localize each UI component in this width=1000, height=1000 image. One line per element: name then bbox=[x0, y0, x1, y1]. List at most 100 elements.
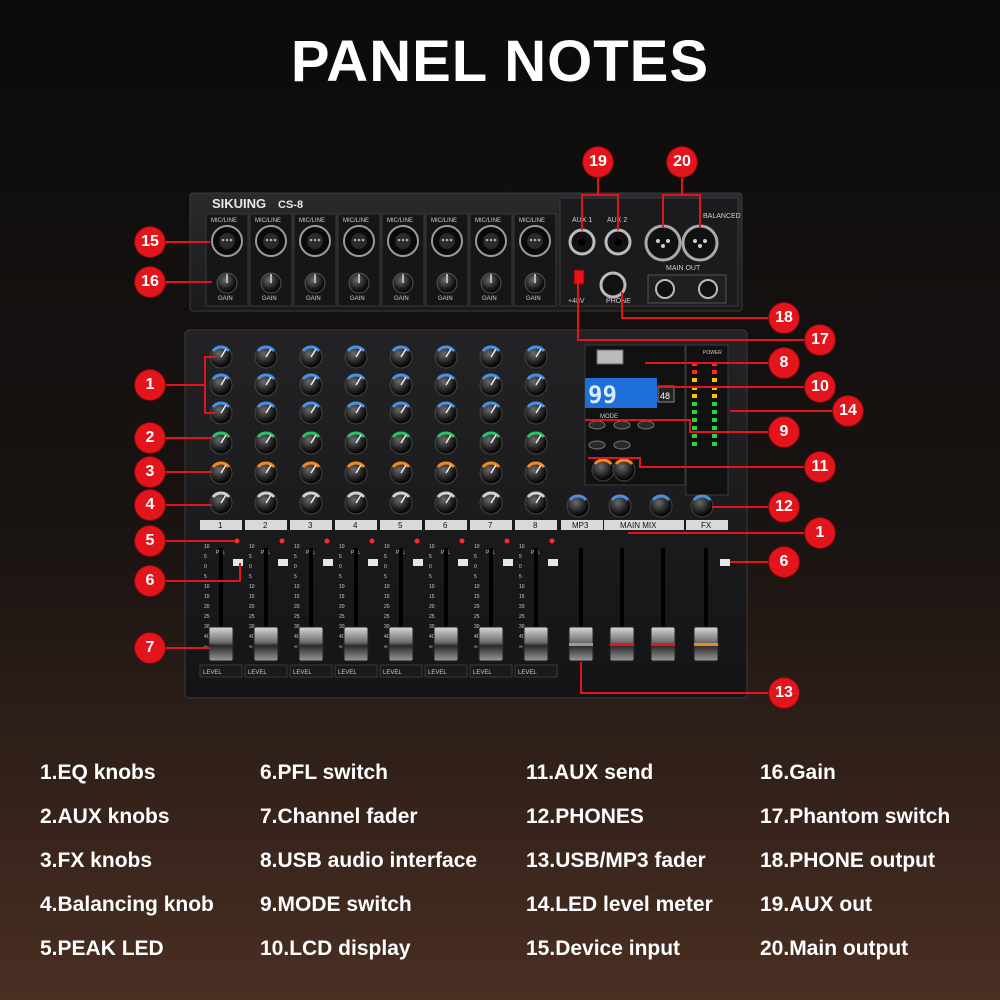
knob-indicator bbox=[490, 494, 497, 504]
knob-color-ring bbox=[481, 431, 501, 439]
jack-pin bbox=[229, 238, 233, 242]
led-segment-l bbox=[692, 418, 697, 422]
knob-indicator bbox=[490, 404, 497, 414]
mode-button bbox=[588, 440, 606, 450]
level-plate bbox=[199, 664, 243, 678]
knob-color-ring bbox=[346, 345, 366, 353]
peak-led bbox=[504, 538, 510, 544]
knob-indicator bbox=[535, 494, 542, 504]
jack-hole bbox=[578, 238, 586, 246]
mode-button bbox=[637, 420, 655, 430]
phone-out-jack bbox=[599, 271, 627, 299]
fader-scale-label: 30 bbox=[429, 624, 435, 630]
fader-scale-label: 20 bbox=[474, 604, 480, 610]
leader-line bbox=[682, 194, 701, 228]
jack-pin bbox=[401, 238, 405, 242]
channel-number: 2 bbox=[263, 521, 268, 530]
fader-scale-label: 40 bbox=[294, 634, 300, 640]
knob-color-ring bbox=[526, 461, 546, 469]
level-plate bbox=[514, 664, 558, 678]
fader-scale-label: 25 bbox=[519, 614, 525, 620]
fader-scale-label: 5 bbox=[429, 554, 432, 560]
knob-color-ring bbox=[256, 345, 276, 353]
knob-color-ring bbox=[211, 461, 231, 469]
input-label: MIC/LINE bbox=[255, 218, 281, 224]
fader-scale-label: 0 bbox=[339, 564, 342, 570]
fader-cap-stripe bbox=[694, 643, 718, 646]
fader-scale-label: 20 bbox=[384, 604, 390, 610]
input-label: MIC/LINE bbox=[387, 218, 413, 224]
legend-item: 9.MODE switch bbox=[260, 893, 412, 916]
legend-item: 5.PEAK LED bbox=[40, 937, 164, 960]
led-segment-l bbox=[692, 442, 697, 446]
knob-indicator bbox=[400, 494, 407, 504]
knob-color-ring bbox=[301, 431, 321, 439]
led-segment-l bbox=[692, 394, 697, 398]
knob-color-ring bbox=[211, 345, 231, 353]
fader-scale-label: 0 bbox=[294, 564, 297, 570]
usb-port bbox=[596, 349, 624, 365]
knob-color-ring bbox=[391, 345, 411, 353]
fader-scale-label: ∞ bbox=[339, 644, 343, 650]
fader-scale-label: 0 bbox=[474, 564, 477, 570]
knob-indicator bbox=[265, 348, 272, 358]
knob-indicator bbox=[400, 434, 407, 444]
balanced-label: BALANCED bbox=[703, 213, 741, 220]
knob-color-ring bbox=[481, 373, 501, 381]
fader-track bbox=[219, 548, 223, 658]
jack-hole bbox=[614, 238, 622, 246]
knob-color-ring bbox=[346, 401, 366, 409]
level-label: LEVEL bbox=[518, 670, 537, 676]
fader-scale-label: 10 bbox=[384, 544, 390, 550]
fader-scale-label: 15 bbox=[249, 594, 255, 600]
knob-color-ring bbox=[211, 431, 231, 439]
callout-badge: 3 bbox=[135, 457, 165, 487]
phantom-switch bbox=[573, 269, 585, 285]
callout-badge: 9 bbox=[769, 417, 799, 447]
xlr-pin bbox=[666, 239, 670, 243]
led-segment-l bbox=[692, 378, 697, 382]
knob-indicator bbox=[400, 464, 407, 474]
jack-pin bbox=[485, 238, 489, 242]
fader-scale-label: 5 bbox=[294, 574, 297, 580]
fader-scale-label: 10 bbox=[249, 544, 255, 550]
knob-indicator bbox=[355, 494, 362, 504]
level-label: LEVEL bbox=[293, 670, 312, 676]
fader-scale-label: 5 bbox=[519, 554, 522, 560]
knob-color-ring bbox=[301, 461, 321, 469]
led-segment-r bbox=[712, 442, 717, 446]
leader-line bbox=[580, 662, 769, 694]
callout-badge: 20 bbox=[667, 147, 697, 177]
input-label: MIC/LINE bbox=[475, 218, 501, 224]
callout-badge: 15 bbox=[135, 227, 165, 257]
legend-item: 3.FX knobs bbox=[40, 849, 153, 872]
fader-scale-label: 25 bbox=[204, 614, 210, 620]
channel-strips: 1PFL10505101520253040∞LEVEL2PFL105051015… bbox=[199, 345, 558, 678]
channel-fader-cap bbox=[523, 626, 549, 662]
legend-item: 7.Channel fader bbox=[260, 805, 418, 828]
fader-scale-label: 30 bbox=[249, 624, 255, 630]
fader-scale-label: 25 bbox=[429, 614, 435, 620]
knob-indicator bbox=[445, 376, 452, 386]
jack-pin bbox=[489, 238, 493, 242]
jack-pin bbox=[273, 238, 277, 242]
fx-label: FX bbox=[701, 521, 712, 530]
knob-indicator bbox=[445, 494, 452, 504]
fader-scale-label: ∞ bbox=[429, 644, 433, 650]
knob-color-ring bbox=[481, 491, 501, 499]
callout-badge: 18 bbox=[769, 303, 799, 333]
knob-color-ring bbox=[526, 491, 546, 499]
legend-item: 17.Phantom switch bbox=[760, 805, 951, 828]
jack-pin bbox=[225, 238, 229, 242]
fader-scale-label: 0 bbox=[204, 564, 207, 570]
fader-scale-label: 5 bbox=[204, 574, 207, 580]
pfl-switch bbox=[503, 559, 513, 566]
channel-number-strip bbox=[515, 520, 557, 530]
knob-indicator bbox=[310, 464, 317, 474]
fader-track bbox=[489, 548, 493, 658]
jack-pin bbox=[361, 238, 365, 242]
knob-color-ring bbox=[481, 461, 501, 469]
main-out-label: MAIN OUT bbox=[666, 265, 701, 272]
gain-label: GAIN bbox=[350, 296, 365, 302]
